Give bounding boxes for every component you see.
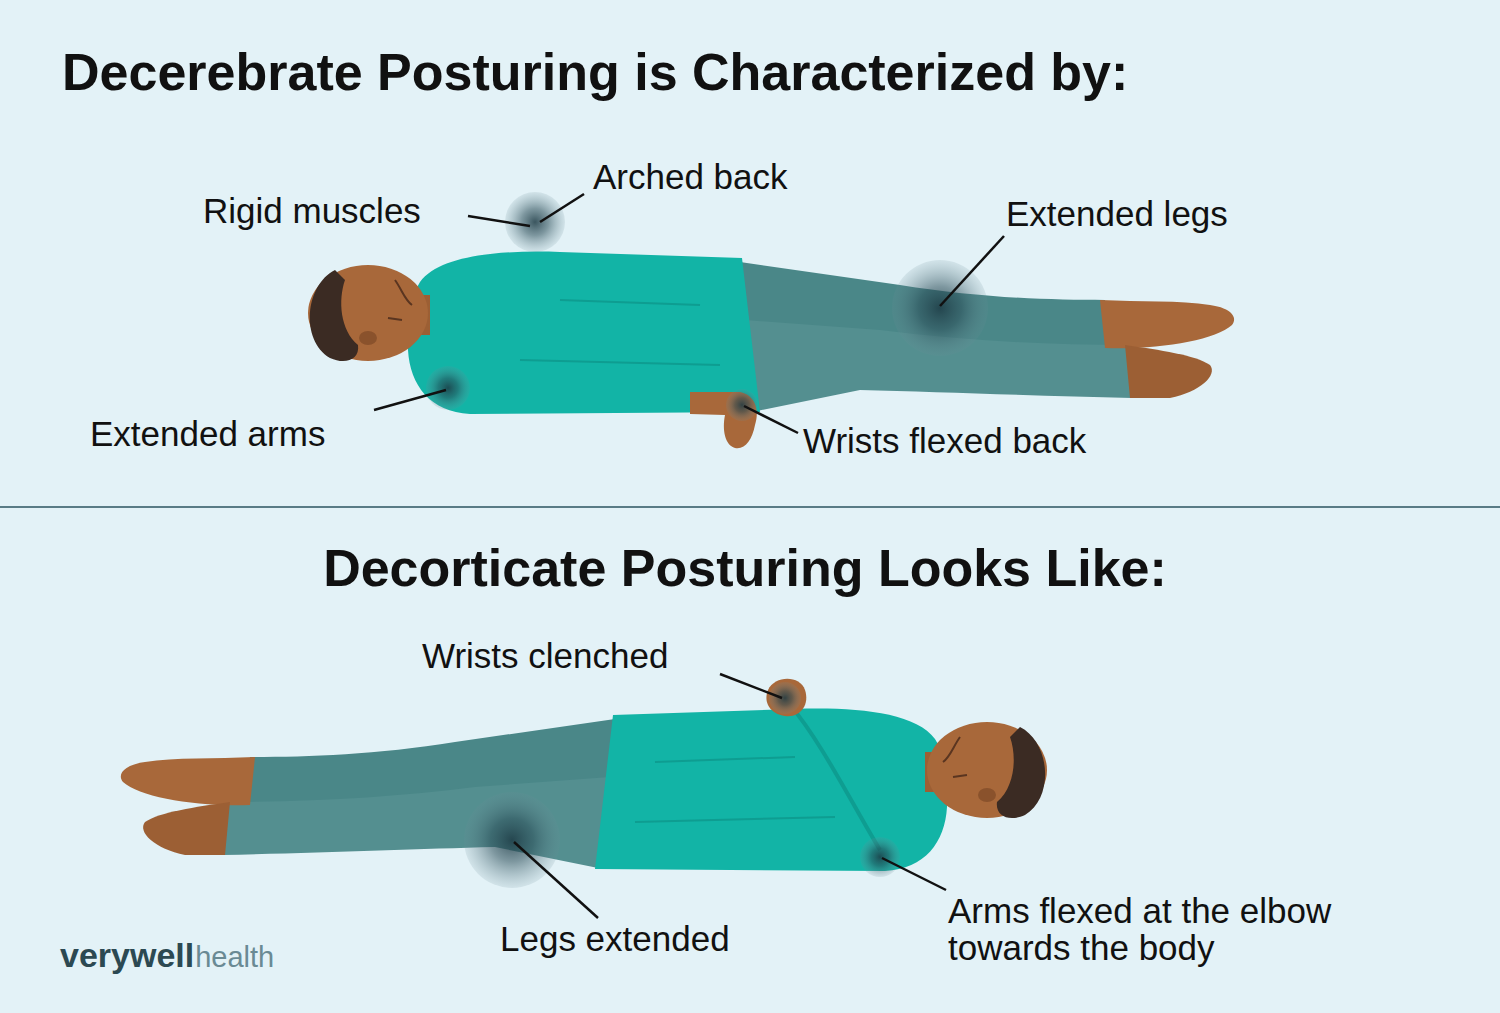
- callout-label: Wrists flexed back: [803, 422, 1086, 461]
- callout-label: Legs extended: [500, 920, 730, 959]
- callout-label: Extended legs: [1006, 195, 1228, 234]
- section-heading: Decorticate Posturing Looks Like:: [323, 540, 1167, 597]
- callout-label: Rigid muscles: [203, 192, 421, 231]
- callout-label: Extended arms: [90, 415, 325, 454]
- title: Decerebrate Posturing is Characterized b…: [62, 44, 1128, 101]
- callout-label: Arched back: [593, 158, 788, 197]
- watermark: health: [195, 942, 274, 974]
- callout-label: Arms flexed at the elbow towards the bod…: [948, 893, 1428, 967]
- callout-label: Wrists clenched: [422, 637, 668, 676]
- watermark: verywell: [60, 937, 194, 974]
